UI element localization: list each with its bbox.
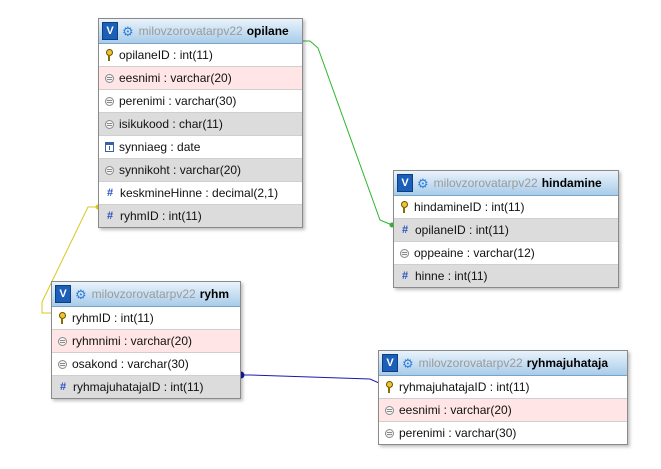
table-name: hindamine: [541, 176, 602, 190]
column-row[interactable]: perenimi : varchar(30): [99, 90, 302, 113]
toggle-button[interactable]: V: [397, 174, 413, 192]
column-label: synniaeg : date: [119, 140, 201, 154]
string-icon: [385, 428, 394, 438]
column-label: oppeaine : varchar(12): [414, 246, 535, 260]
column-label: ryhmajuhatajaID : int(11): [399, 380, 530, 394]
database-name: milovzorovatarpv22: [418, 356, 523, 370]
string-icon: [400, 248, 409, 258]
gear-icon[interactable]: ⚙: [122, 23, 134, 39]
table-ryhmajuhataja[interactable]: V ⚙ milovzorovatarpv22 ryhmajuhataja ryh…: [378, 350, 628, 445]
table-name: opilane: [246, 24, 289, 38]
column-label: synnikoht : varchar(20): [119, 163, 242, 177]
string-icon: [385, 405, 394, 415]
number-icon: #: [106, 187, 114, 199]
toggle-button[interactable]: V: [102, 22, 118, 40]
string-icon: [105, 96, 114, 106]
relation-line-opilane-hindamine[interactable]: [301, 40, 393, 226]
key-icon: [58, 312, 67, 324]
toggle-button[interactable]: V: [382, 354, 398, 372]
column-row[interactable]: opilaneID : int(11): [99, 44, 302, 67]
gear-icon[interactable]: ⚙: [417, 175, 429, 191]
string-icon: [58, 336, 67, 346]
column-row[interactable]: oppeaine : varchar(12): [394, 242, 618, 265]
gear-icon[interactable]: ⚙: [402, 355, 414, 371]
table-ryhm[interactable]: V ⚙ milovzorovatarpv22 ryhm ryhmID : int…: [51, 281, 241, 399]
string-icon: [58, 359, 67, 369]
database-name: milovzorovatarpv22: [138, 24, 243, 38]
column-row[interactable]: ryhmID : int(11): [52, 307, 240, 330]
column-label: hindamineID : int(11): [414, 200, 525, 214]
column-row[interactable]: # ryhmID : int(11): [99, 205, 302, 227]
key-icon: [400, 201, 409, 213]
key-icon: [105, 49, 114, 61]
database-name: milovzorovatarpv22: [91, 287, 196, 301]
column-row[interactable]: eesnimi : varchar(20): [99, 67, 302, 90]
column-label: ryhmID : int(11): [120, 209, 202, 223]
column-row[interactable]: synnikoht : varchar(20): [99, 159, 302, 182]
column-label: keskmineHinne : decimal(2,1): [120, 186, 279, 200]
column-list: hindamineID : int(11) # opilaneID : int(11…: [394, 196, 618, 287]
column-row[interactable]: # opilaneID : int(11): [394, 219, 618, 242]
gear-icon[interactable]: ⚙: [75, 286, 87, 302]
table-name: ryhmajuhataja: [526, 356, 609, 370]
relation-line-opilane-ryhm[interactable]: [41, 206, 98, 314]
date-icon: [105, 142, 114, 152]
string-icon: [105, 119, 114, 129]
column-label: eesnimi : varchar(20): [119, 71, 232, 85]
key-icon: [385, 381, 394, 393]
column-list: opilaneID : int(11) eesnimi : varchar(20)…: [99, 44, 302, 227]
column-label: perenimi : varchar(30): [119, 94, 237, 108]
column-label: isikukood : char(11): [119, 117, 223, 131]
table-name: ryhm: [199, 287, 230, 301]
table-hindamine[interactable]: V ⚙ milovzorovatarpv22 hindamine hindami…: [393, 170, 619, 288]
column-label: osakond : varchar(30): [72, 357, 189, 371]
column-row[interactable]: # hinne : int(11): [394, 265, 618, 287]
column-row[interactable]: perenimi : varchar(30): [379, 422, 627, 444]
column-label: opilaneID : int(11): [415, 223, 509, 237]
column-list: ryhmajuhatajaID : int(11) eesnimi : varch…: [379, 376, 627, 444]
number-icon: #: [401, 224, 409, 236]
table-header[interactable]: V ⚙ milovzorovatarpv22 ryhm: [52, 282, 240, 307]
number-icon: #: [59, 381, 67, 393]
number-icon: #: [401, 270, 409, 282]
table-header[interactable]: V ⚙ milovzorovatarpv22 hindamine: [394, 171, 618, 196]
column-row[interactable]: synniaeg : date: [99, 136, 302, 159]
column-label: perenimi : varchar(30): [399, 426, 517, 440]
string-icon: [105, 73, 114, 83]
column-label: ryhmID : int(11): [72, 311, 154, 325]
table-header[interactable]: V ⚙ milovzorovatarpv22 opilane: [99, 19, 302, 44]
column-label: ryhmnimi : varchar(20): [72, 334, 193, 348]
column-row[interactable]: hindamineID : int(11): [394, 196, 618, 219]
column-row[interactable]: isikukood : char(11): [99, 113, 302, 136]
table-header[interactable]: V ⚙ milovzorovatarpv22 ryhmajuhataja: [379, 351, 627, 376]
database-name: milovzorovatarpv22: [433, 176, 538, 190]
string-icon: [105, 165, 114, 175]
column-label: eesnimi : varchar(20): [399, 403, 512, 417]
column-row[interactable]: ryhmnimi : varchar(20): [52, 330, 240, 353]
column-row[interactable]: # keskmineHinne : decimal(2,1): [99, 182, 302, 205]
column-row[interactable]: osakond : varchar(30): [52, 353, 240, 376]
table-opilane[interactable]: V ⚙ milovzorovatarpv22 opilane opilaneID…: [98, 18, 303, 228]
relation-line-ryhm-ryhmajuhataja[interactable]: [240, 374, 380, 384]
column-label: opilaneID : int(11): [119, 48, 213, 62]
column-row[interactable]: ryhmajuhatajaID : int(11): [379, 376, 627, 399]
column-label: hinne : int(11): [415, 269, 488, 283]
column-row[interactable]: # ryhmajuhatajaID : int(11): [52, 376, 240, 398]
toggle-button[interactable]: V: [55, 285, 71, 303]
column-row[interactable]: eesnimi : varchar(20): [379, 399, 627, 422]
column-label: ryhmajuhatajaID : int(11): [73, 380, 204, 394]
column-list: ryhmID : int(11) ryhmnimi : varchar(20) os…: [52, 307, 240, 398]
number-icon: #: [106, 210, 114, 222]
